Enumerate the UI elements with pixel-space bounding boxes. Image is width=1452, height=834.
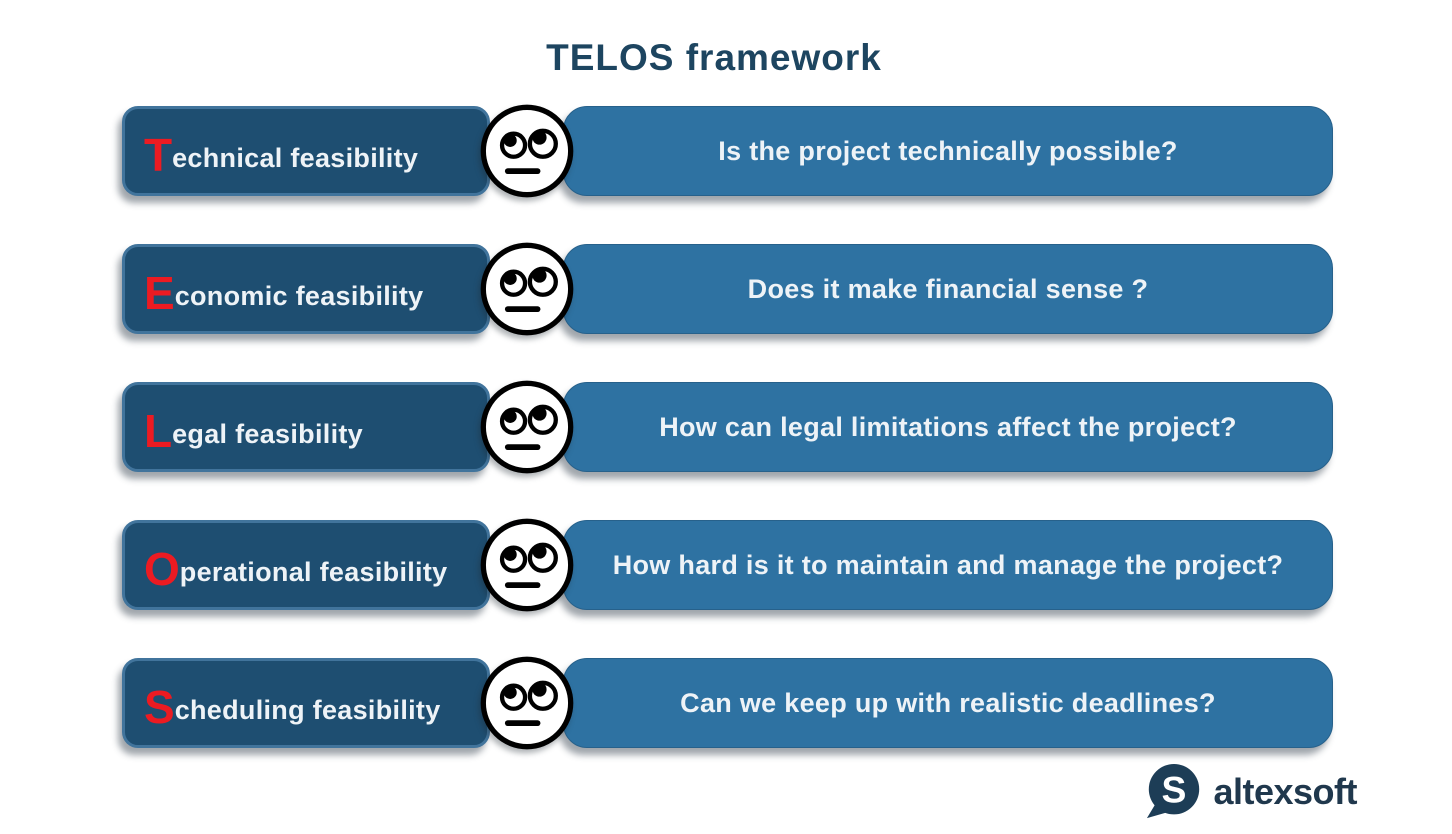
feasibility-label-rest: cheduling feasibility: [174, 695, 441, 725]
altexsoft-logo-text: altexsoft: [1213, 771, 1357, 812]
feasibility-label-box: Legal feasibility: [122, 382, 490, 472]
framework-row-operational: Operational feasibility How hard is it t…: [122, 517, 1333, 613]
question-text: Can we keep up with realistic deadlines?: [680, 687, 1216, 718]
feasibility-initial-letter: E: [144, 267, 175, 319]
svg-text:S: S: [1162, 768, 1187, 810]
feasibility-label-box: Scheduling feasibility: [122, 658, 490, 748]
feasibility-label: Technical feasibility: [144, 128, 419, 178]
question-box: Does it make financial sense ?: [563, 244, 1333, 334]
feasibility-label-box: Technical feasibility: [122, 106, 490, 196]
question-text: How can legal limitations affect the pro…: [659, 411, 1237, 442]
feasibility-label: Economic feasibility: [144, 266, 424, 316]
feasibility-label: Scheduling feasibility: [144, 680, 441, 730]
question-box: How hard is it to maintain and manage th…: [563, 520, 1333, 610]
altexsoft-logo-mark-icon: S: [1146, 763, 1202, 821]
page-title: TELOS framework: [546, 36, 882, 78]
framework-row-economic: Economic feasibility Does it make financ…: [122, 241, 1333, 337]
feasibility-initial-letter: T: [144, 129, 173, 181]
rolling-eyes-face-icon: [479, 379, 575, 475]
feasibility-label: Legal feasibility: [144, 404, 363, 454]
feasibility-label-rest: egal feasibility: [172, 419, 363, 449]
question-text: Does it make financial sense ?: [747, 273, 1149, 304]
rolling-eyes-face-icon: [479, 103, 575, 199]
framework-row-technical: Technical feasibility Is the project tec…: [122, 103, 1333, 199]
rolling-eyes-face-icon: [479, 655, 575, 751]
feasibility-label-rest: perational feasibility: [179, 557, 448, 587]
rolling-eyes-face-icon: [479, 241, 575, 337]
feasibility-label-box: Economic feasibility: [122, 244, 490, 334]
question-box: How can legal limitations affect the pro…: [563, 382, 1333, 472]
framework-row-scheduling: Scheduling feasibility Can we keep up wi…: [122, 655, 1333, 751]
rolling-eyes-face-icon: [479, 517, 575, 613]
framework-row-legal: Legal feasibility How can legal limitati…: [122, 379, 1333, 475]
question-text: How hard is it to maintain and manage th…: [612, 549, 1284, 580]
feasibility-initial-letter: S: [144, 681, 175, 733]
feasibility-initial-letter: L: [144, 405, 173, 457]
feasibility-label-rest: conomic feasibility: [174, 281, 424, 311]
feasibility-initial-letter: O: [144, 543, 180, 595]
question-text: Is the project technically possible?: [718, 135, 1178, 166]
feasibility-label: Operational feasibility: [144, 542, 448, 592]
framework-rows: Technical feasibility Is the project tec…: [122, 103, 1333, 751]
feasibility-label-rest: echnical feasibility: [172, 143, 419, 173]
feasibility-label-box: Operational feasibility: [122, 520, 490, 610]
altexsoft-logo: S altexsoft: [1146, 763, 1357, 821]
question-box: Can we keep up with realistic deadlines?: [563, 658, 1333, 748]
question-box: Is the project technically possible?: [563, 106, 1333, 196]
